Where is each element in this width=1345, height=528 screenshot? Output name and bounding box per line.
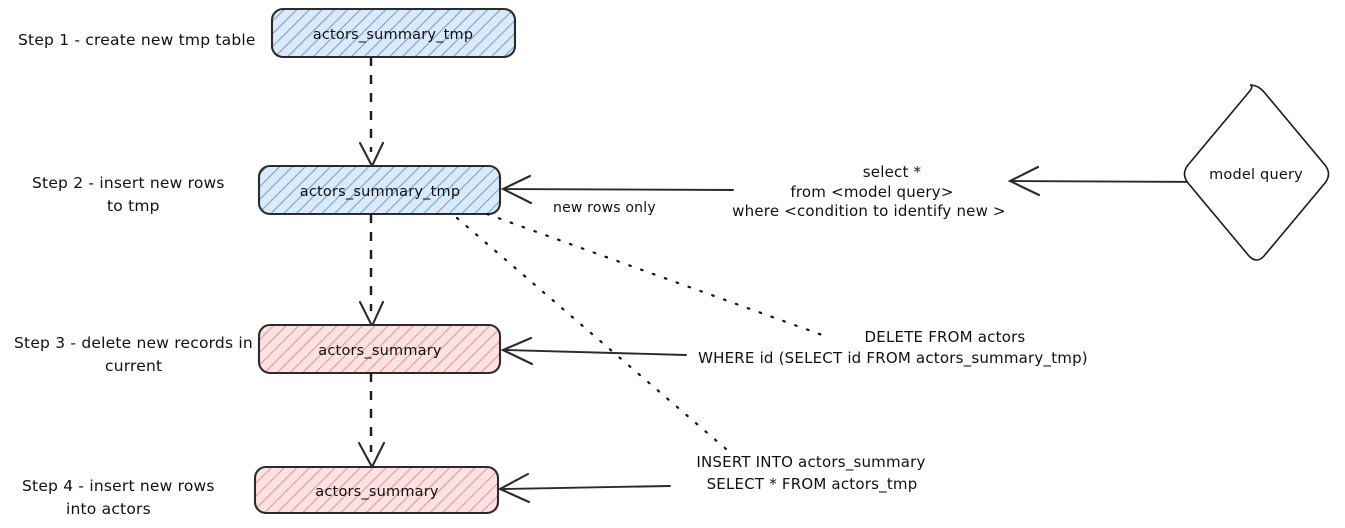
step4-node-label: actors_summary <box>315 484 439 500</box>
step4-node[interactable]: actors_summary <box>253 465 500 515</box>
delete-sql-line-1: WHERE id (SELECT id FROM actors_summary_… <box>698 349 1088 368</box>
edge-step3-to-step4 <box>357 373 386 470</box>
delete-sql-line-0: DELETE FROM actors <box>865 328 1026 346</box>
edge-insert-sql-to-step4 <box>497 472 671 504</box>
step4-label-line-0: Step 4 - insert new rows <box>22 477 215 495</box>
step3-label-line-1: current <box>105 357 162 375</box>
insert-sql-line-1: SELECT * FROM actors_tmp <box>707 475 918 494</box>
edge-step2-to-step3 <box>358 214 385 329</box>
edge-label-new-rows-only: new rows only <box>553 200 656 216</box>
model-query-label: model query <box>1209 167 1303 183</box>
step4-node-box[interactable] <box>253 465 500 515</box>
insert-sql-line-0: INSERT INTO actors_summary <box>696 453 925 472</box>
model-query-sql-block: select * from <model query> where <condi… <box>732 163 1006 220</box>
edge-step2-to-delete-sql <box>485 212 827 338</box>
step2-node[interactable]: actors_summary_tmp <box>257 164 502 216</box>
step4-label-line-1: into actors <box>66 500 151 518</box>
edge-delete-sql-to-step3 <box>500 336 687 366</box>
step3-node-box[interactable] <box>257 323 502 375</box>
step2-label-line-0: Step 2 - insert new rows <box>32 174 225 192</box>
step3-node[interactable]: actors_summary <box>257 323 502 375</box>
model-query-diamond[interactable] <box>1183 84 1330 261</box>
step1-label-line-0: Step 1 - create new tmp table <box>18 31 256 49</box>
edge-query-to-step2 <box>500 174 734 205</box>
step3-node-label: actors_summary <box>318 343 442 359</box>
step2-label-line-1: to tmp <box>107 197 160 215</box>
step2-node-label: actors_summary_tmp <box>300 184 460 200</box>
step1-node-label: actors_summary_tmp <box>313 27 473 43</box>
step1-node[interactable]: actors_summary_tmp <box>270 7 517 59</box>
step3-label-line-0: Step 3 - delete new records in <box>14 334 253 352</box>
edge-step2-to-insert-sql <box>455 216 735 457</box>
edge-model-query-to-sql <box>1007 165 1215 197</box>
step2-node-box[interactable] <box>257 164 502 216</box>
edge-step1-to-step2 <box>358 57 385 169</box>
model-query-sql-line-0: select * <box>863 163 922 181</box>
model-query-sql-line-2: where <condition to identify new > <box>732 202 1006 220</box>
insert-sql-block: INSERT INTO actors_summary SELECT * FROM… <box>696 453 925 494</box>
delete-sql-block: DELETE FROM actors WHERE id (SELECT id F… <box>698 328 1088 368</box>
model-query-sql-line-1: from <model query> <box>790 183 953 201</box>
model-query-node[interactable]: model query <box>1183 84 1330 261</box>
step1-node-box[interactable] <box>270 7 517 59</box>
